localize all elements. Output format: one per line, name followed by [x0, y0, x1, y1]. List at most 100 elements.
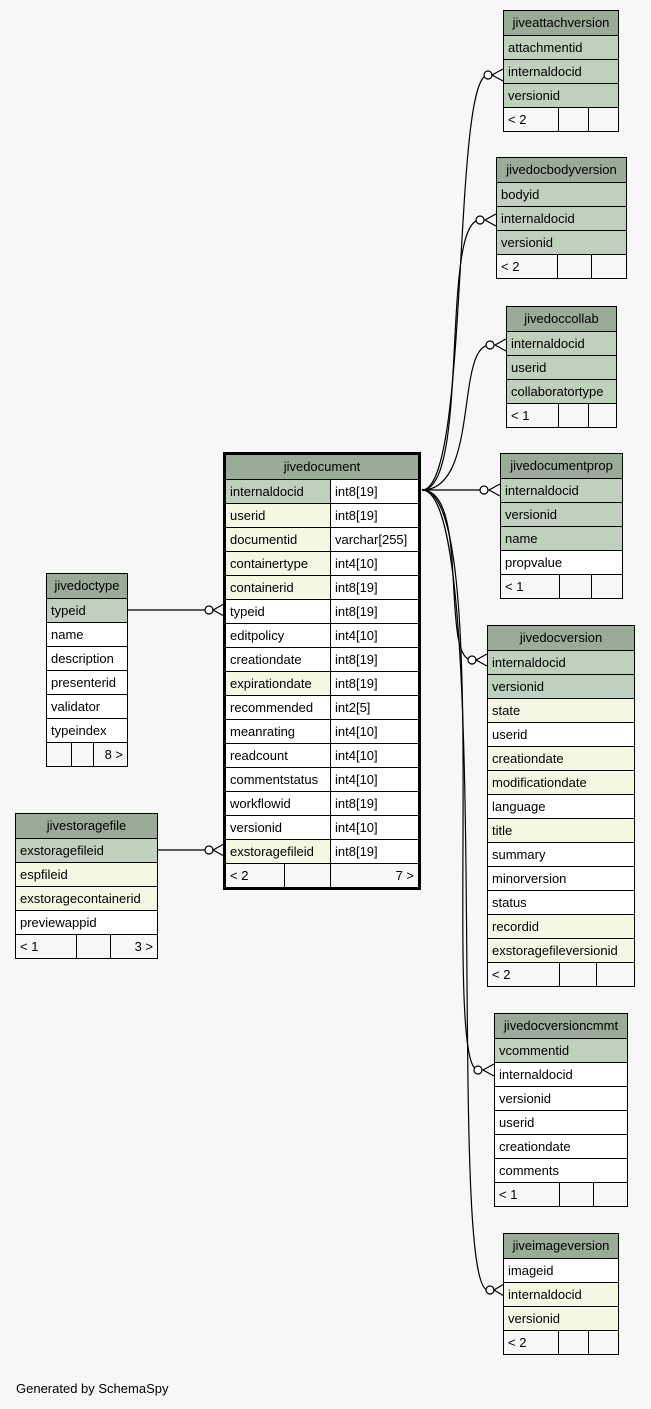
column-row[interactable]: recordid — [488, 914, 634, 938]
column-row[interactable]: exstoragecontainerid — [16, 886, 157, 910]
column-name: exstoragefileid — [20, 843, 104, 858]
column-row[interactable]: state — [488, 698, 634, 722]
column-name: exstoragefileversionid — [492, 943, 618, 958]
column-row[interactable]: internaldocid — [507, 331, 616, 355]
footer-cell: 7 > — [330, 864, 418, 887]
column-row[interactable]: summary — [488, 842, 634, 866]
column-name: minorversion — [492, 871, 567, 886]
edge-document-attachversion — [421, 74, 489, 491]
column-name: language — [492, 799, 546, 814]
column-row[interactable]: status — [488, 890, 634, 914]
table-header: jivedocversioncmmt — [495, 1014, 627, 1038]
column-name: presenterid — [51, 675, 117, 690]
table-header: jiveimageversion — [504, 1234, 618, 1258]
column-row[interactable]: versionid — [497, 230, 626, 254]
column-row[interactable]: internaldocid — [504, 1282, 618, 1306]
column-row[interactable]: meanrating int4[10] — [226, 719, 418, 743]
column-row[interactable]: versionid — [504, 83, 618, 107]
footer-cell — [559, 1183, 593, 1206]
column-row[interactable]: collaboratortype — [507, 379, 616, 403]
column-type: int4[10] — [330, 720, 418, 743]
column-row[interactable]: typeindex — [47, 718, 127, 742]
column-name: creationdate — [230, 652, 302, 667]
column-row[interactable]: userid — [488, 722, 634, 746]
footer-cell: 8 > — [93, 743, 127, 766]
column-row[interactable]: internaldocid — [504, 59, 618, 83]
footer-cell: < 2 — [508, 112, 527, 127]
column-row[interactable]: userid int8[19] — [226, 503, 418, 527]
column-row[interactable]: internaldocid — [488, 650, 634, 674]
column-name: description — [51, 651, 114, 666]
column-name: versionid — [505, 507, 558, 522]
column-type: int8[19] — [330, 480, 418, 503]
column-row[interactable]: name — [501, 526, 622, 550]
footer-cell — [596, 963, 634, 986]
column-row[interactable]: versionid — [495, 1086, 627, 1110]
column-row[interactable]: presenterid — [47, 670, 127, 694]
column-row[interactable]: internaldocid — [495, 1062, 627, 1086]
column-row[interactable]: propvalue — [501, 550, 622, 574]
column-row[interactable]: exstoragefileid — [16, 838, 157, 862]
column-row[interactable]: name — [47, 622, 127, 646]
column-row[interactable]: versionid — [501, 502, 622, 526]
column-row[interactable]: attachmentid — [504, 35, 618, 59]
column-row[interactable]: previewappid — [16, 910, 157, 934]
column-row[interactable]: exstoragefileversionid — [488, 938, 634, 962]
footer-cell — [71, 743, 93, 766]
footer-cell — [588, 1331, 618, 1354]
column-row[interactable]: imageid — [504, 1258, 618, 1282]
footer-cell — [591, 255, 626, 278]
column-row[interactable]: comments — [495, 1158, 627, 1182]
column-row[interactable]: versionid — [488, 674, 634, 698]
column-row[interactable]: vcommentid — [495, 1038, 627, 1062]
column-name: userid — [230, 508, 266, 523]
column-row[interactable]: validator — [47, 694, 127, 718]
column-row[interactable]: versionid — [504, 1306, 618, 1330]
column-row[interactable]: userid — [507, 355, 616, 379]
column-name: comments — [499, 1163, 559, 1178]
column-row[interactable]: bodyid — [497, 182, 626, 206]
column-row[interactable]: espfileid — [16, 862, 157, 886]
column-name: attachmentid — [508, 40, 583, 55]
column-row[interactable]: userid — [495, 1110, 627, 1134]
column-type: int8[19] — [330, 504, 418, 527]
column-row[interactable]: creationdate — [495, 1134, 627, 1158]
column-name: meanrating — [230, 724, 296, 739]
column-row[interactable]: internaldocid — [501, 478, 622, 502]
column-name: editpolicy — [230, 628, 285, 643]
column-row[interactable]: modificationdate — [488, 770, 634, 794]
column-row[interactable]: internaldocid — [497, 206, 626, 230]
column-row[interactable]: description — [47, 646, 127, 670]
table-footer: < 1 — [495, 1182, 627, 1206]
column-row[interactable]: minorversion — [488, 866, 634, 890]
column-row[interactable]: creationdate — [488, 746, 634, 770]
column-row[interactable]: title — [488, 818, 634, 842]
column-row[interactable]: language — [488, 794, 634, 818]
column-row[interactable]: typeid — [47, 598, 127, 622]
